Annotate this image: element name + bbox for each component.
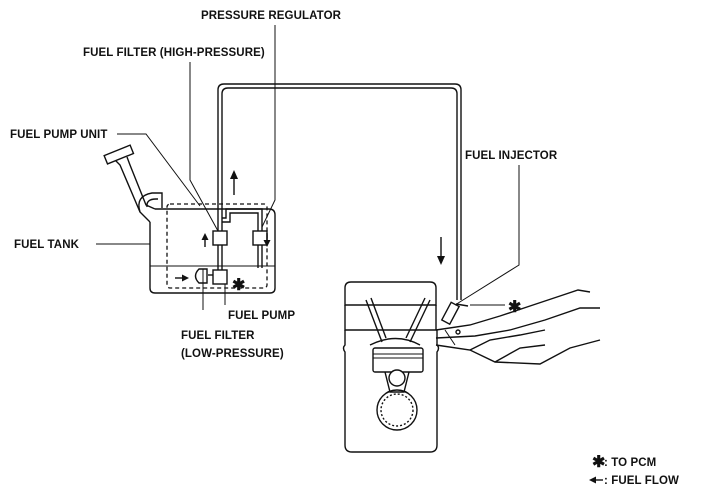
fuel-flow-arrows-tank xyxy=(175,233,271,282)
fuel-pump xyxy=(212,269,228,285)
fuel-pump-unit-outline xyxy=(166,203,268,289)
label-fuel-tank: FUEL TANK xyxy=(14,239,80,251)
leader-lines xyxy=(96,25,520,310)
fuel-injector xyxy=(440,301,505,326)
label-fuel-pump-unit: FUEL PUMP UNIT xyxy=(10,129,107,141)
pump-pcm-mark: ✱ xyxy=(232,277,246,294)
pressure-regulator xyxy=(252,230,268,246)
low-pressure-filter xyxy=(194,268,208,284)
label-fuel-filter-low-line1: FUEL FILTER xyxy=(181,330,255,342)
injector-pcm-mark: ✱ xyxy=(508,299,522,316)
legend-pcm-text: : TO PCM xyxy=(604,457,656,469)
legend: ✱ : TO PCM : FUEL FLOW xyxy=(589,454,679,487)
fuel-feed-line xyxy=(217,83,462,300)
high-pressure-filter xyxy=(212,230,228,246)
fuel-tank xyxy=(103,144,276,294)
fuel-flow-arrow-down xyxy=(437,237,445,265)
label-fuel-filter-high-pressure: FUEL FILTER (HIGH-PRESSURE) xyxy=(83,47,265,59)
label-fuel-injector: FUEL INJECTOR xyxy=(465,150,558,162)
intake-manifold xyxy=(435,289,601,365)
engine xyxy=(342,281,440,453)
internal-piping xyxy=(208,204,263,276)
label-fuel-filter-low-line2: (LOW-PRESSURE) xyxy=(181,348,284,360)
label-fuel-pump: FUEL PUMP xyxy=(228,310,295,322)
label-pressure-regulator: PRESSURE REGULATOR xyxy=(201,10,342,22)
legend-flow-arrow-icon xyxy=(589,476,603,484)
legend-pcm-symbol: ✱ xyxy=(592,454,606,471)
legend-flow-text: : FUEL FLOW xyxy=(604,475,679,487)
fuel-flow-arrow-up xyxy=(230,170,238,195)
